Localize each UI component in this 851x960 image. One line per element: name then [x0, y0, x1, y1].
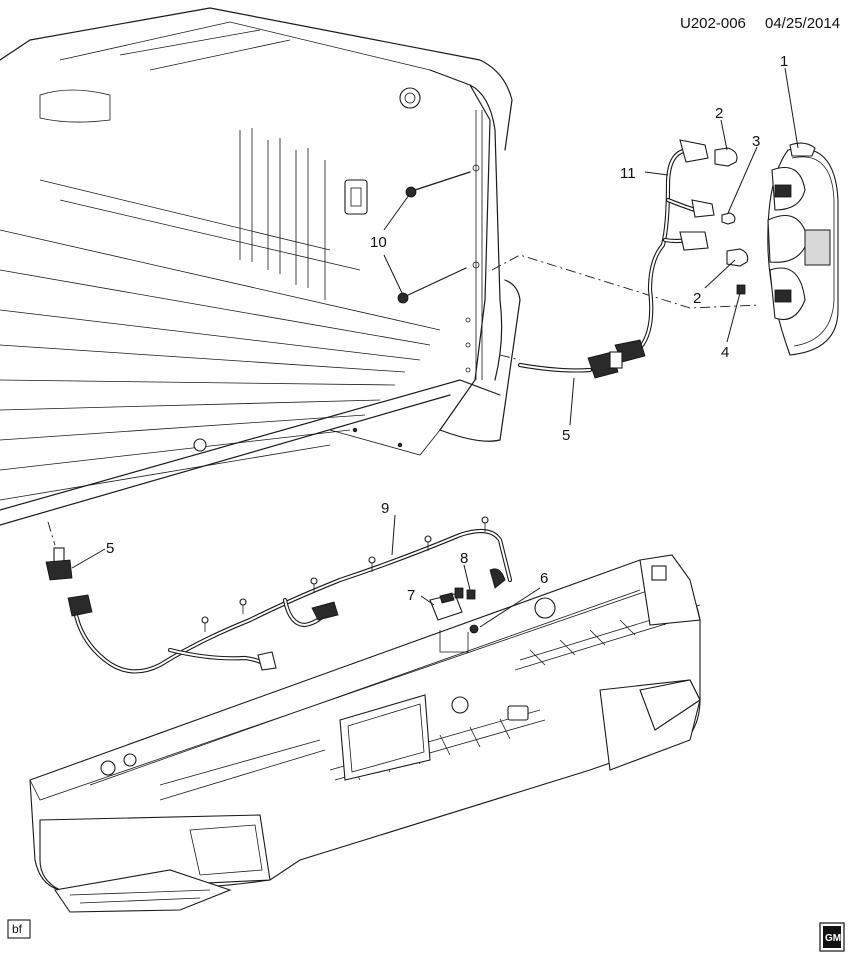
- bulb-2-lower: [726, 248, 749, 267]
- bolt-10-upper: [405, 171, 471, 198]
- tail-lamp-assembly: [767, 142, 839, 356]
- callout-9: 9: [381, 500, 389, 517]
- bulb-2-upper: [714, 147, 738, 167]
- lamp-harness: [614, 139, 715, 363]
- truck-bed: [0, 7, 521, 526]
- diagram-code: U202-006: [680, 15, 746, 32]
- callout-4: 4: [721, 344, 729, 361]
- callout-8: 8: [460, 550, 468, 567]
- gm-logo-text: GM: [825, 933, 841, 944]
- bulb-4: [736, 284, 746, 295]
- callout-7: 7: [407, 587, 415, 604]
- bulb-8: [466, 589, 476, 600]
- harness-5-upper: [517, 351, 623, 379]
- callout-6: 6: [540, 570, 548, 587]
- rear-harness-9: [67, 516, 513, 674]
- callout-3: 3: [752, 133, 760, 150]
- bulb-3: [721, 212, 736, 225]
- rear-bumper: [29, 554, 701, 913]
- diagram-date: 04/25/2014: [765, 15, 840, 32]
- connector-5-lower: [45, 547, 73, 581]
- gm-logo: GM: [819, 922, 845, 952]
- footer-tag: bf: [7, 919, 31, 939]
- footer-tag-text: bf: [12, 922, 23, 936]
- callout-5-upper: 5: [562, 427, 570, 444]
- callout-5-lower: 5: [106, 540, 114, 557]
- callout-2-upper: 2: [715, 105, 723, 122]
- screw-6: [469, 624, 479, 634]
- callout-11: 11: [620, 165, 636, 182]
- callout-1: 1: [780, 53, 788, 70]
- callout-10: 10: [370, 234, 387, 251]
- module-7: [429, 587, 469, 653]
- bolt-10-lower: [397, 267, 467, 304]
- callout-2-lower: 2: [693, 290, 701, 307]
- leader-lines: [71, 67, 799, 628]
